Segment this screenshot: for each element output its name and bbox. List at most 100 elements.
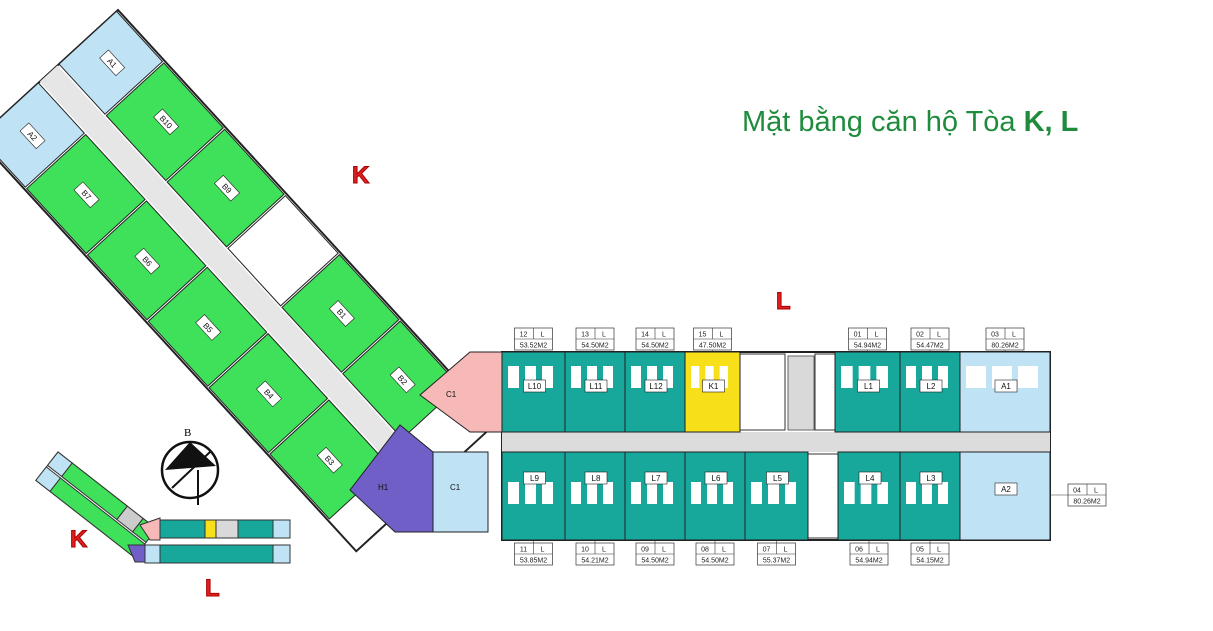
unit-number: 14 — [641, 332, 649, 339]
unit-code: L5 — [773, 474, 782, 483]
unit-code-box — [523, 471, 546, 485]
unit-block: L — [784, 547, 788, 554]
unit-block: L — [662, 547, 666, 554]
unit-label-c1b: C1 — [450, 483, 461, 492]
unit-code-box — [919, 471, 943, 485]
room-block — [647, 366, 657, 388]
unit-block: L — [541, 547, 545, 554]
unit-number: 12 — [520, 332, 528, 339]
unit-number: 15 — [699, 332, 707, 339]
room-block — [691, 482, 701, 504]
elevator-core — [787, 355, 815, 431]
room-block — [876, 366, 888, 388]
unit-block: L — [875, 332, 879, 339]
stair-core — [739, 353, 786, 431]
unit-code: L12 — [649, 382, 663, 391]
building-l-label: L — [776, 288, 792, 316]
room-block — [603, 482, 613, 504]
unit-code: L8 — [592, 474, 601, 483]
unit-block: L — [1012, 332, 1016, 339]
core — [227, 194, 339, 307]
unit-area: 54.21M2 — [581, 558, 608, 565]
unit-area: 47.50M2 — [699, 343, 726, 350]
unit-code-box — [584, 379, 608, 393]
unit-block: L — [876, 547, 880, 554]
room-block — [571, 366, 581, 388]
unit-area: 80.26M2 — [991, 343, 1018, 350]
room-block — [723, 482, 733, 504]
unit-block: L — [662, 332, 666, 339]
room-block — [542, 366, 553, 388]
unit-number: 13 — [581, 332, 589, 339]
unit-block: L — [720, 332, 724, 339]
room-block — [525, 366, 536, 388]
unit-number: 06 — [855, 547, 863, 554]
room-block — [938, 482, 948, 504]
unit-number: 07 — [763, 547, 771, 554]
compass-label: B — [184, 427, 191, 439]
unit-area: 53.85M2 — [520, 558, 547, 565]
unit-code-box — [919, 379, 943, 393]
unit-block: L — [937, 547, 941, 554]
unit-area: 54.50M2 — [641, 558, 668, 565]
room-block — [542, 482, 553, 504]
unit-block: L — [937, 332, 941, 339]
room-block — [663, 366, 673, 388]
key-map — [35, 451, 291, 564]
unit-code: L1 — [864, 382, 873, 391]
unit-number: 04 — [1073, 488, 1081, 495]
unit-area-tag: 03 L 80.26M2 — [985, 327, 1025, 351]
key-map-l-label: L — [205, 575, 221, 603]
unit-code: L11 — [590, 382, 603, 391]
compass-north-arrow-icon: B — [160, 427, 220, 505]
unit-label-h1: H1 — [378, 483, 389, 492]
unit-block: L — [541, 332, 545, 339]
unit-code: L4 — [866, 474, 875, 483]
unit-code: L9 — [530, 474, 539, 483]
unit-code: L2 — [927, 382, 936, 391]
title-text: Mặt bằng căn hộ Tòa — [742, 106, 1016, 138]
unit-c1-pink — [419, 351, 503, 433]
unit-code: L3 — [927, 474, 936, 483]
room-block — [877, 482, 888, 504]
unit-number: 03 — [991, 332, 999, 339]
room-block — [906, 482, 916, 504]
l-corridor — [502, 432, 1050, 452]
room-block — [647, 482, 657, 504]
unit-code-box — [857, 379, 880, 393]
unit-block: L — [722, 547, 726, 554]
unit-code-box — [644, 379, 668, 393]
room-block — [768, 482, 779, 504]
unit-a2 — [959, 451, 1051, 541]
unit-code: A1 — [1001, 382, 1011, 391]
room-block — [1018, 366, 1038, 388]
room-block — [751, 482, 762, 504]
room-block — [860, 482, 872, 504]
room-block — [631, 482, 641, 504]
room-block — [966, 366, 986, 388]
unit-label-c1: C1 — [446, 390, 457, 399]
room-block — [508, 366, 519, 388]
room-block — [603, 366, 613, 388]
unit-c1-blue — [432, 451, 489, 533]
unit-area: 54.50M2 — [701, 558, 728, 565]
key-map-k-label: K — [69, 526, 88, 554]
room-block — [841, 366, 853, 388]
room-block — [938, 366, 948, 388]
room-block — [906, 366, 916, 388]
unit-code: K1 — [709, 382, 719, 391]
room-block — [525, 482, 536, 504]
unit-area-tag: 11 L 53.85M2 — [514, 542, 553, 566]
unit-area: 54.94M2 — [854, 343, 881, 350]
unit-area: 54.15M2 — [916, 558, 943, 565]
room-block — [922, 482, 932, 504]
unit-number: 11 — [520, 547, 527, 554]
